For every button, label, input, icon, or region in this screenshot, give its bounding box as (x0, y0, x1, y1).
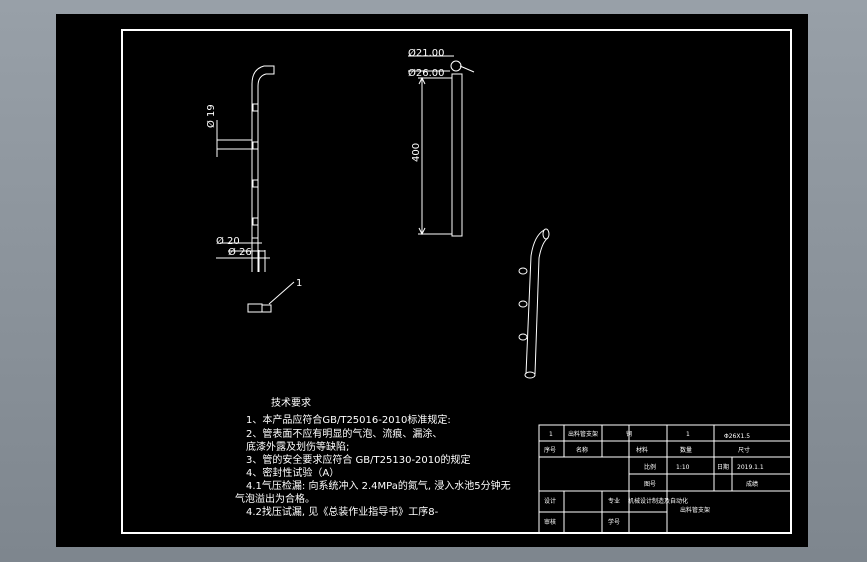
dim-dia20: Ø 20 (216, 235, 240, 247)
tb-material: 钢 (626, 430, 632, 438)
tb-hdr-material: 材料 (636, 446, 648, 454)
tb-hdr-size: 尺寸 (738, 446, 750, 454)
dim-dia19: Ø 19 (205, 104, 217, 128)
title-block (538, 424, 792, 534)
tb-drawno-label: 图号 (644, 481, 656, 488)
tb-student: 学号 (608, 518, 620, 526)
tb-scale-label: 比例 (644, 463, 656, 471)
pipe-isometric-view (518, 228, 550, 379)
tb-design: 设计 (544, 497, 556, 505)
dim-dia26b: Ø 26 (228, 246, 252, 258)
tb-spec: Φ26X1.5 (724, 433, 750, 440)
dim-length-400: 400 (411, 143, 422, 162)
tech-notes: 技术要求 1、本产品应符合GB/T25016-2010标准规定: 2、管表面不应… (235, 396, 511, 518)
tb-scale: 1:10 (676, 464, 690, 471)
tb-name: 出料管支架 (568, 430, 598, 438)
tech-note-line: 2、管表面不应有明显的气泡、流痕、漏涂、 (246, 427, 442, 440)
tb-hdr-no: 序号 (544, 446, 556, 454)
drawing-canvas[interactable]: Ø 19 Ø 20 Ø 26 1 (56, 14, 808, 547)
tb-date: 2019.1.1 (737, 464, 764, 471)
tech-note-line: 1、本产品应符合GB/T25016-2010标准规定: (246, 413, 451, 426)
tb-hdr-qty: 数量 (680, 446, 692, 454)
tb-school-name: 机械设计制造及自动化 (628, 497, 688, 505)
balloon-label: 1 (296, 278, 302, 289)
tech-note-line: 4.2找压试漏, 见《总装作业指导书》工序8- (246, 505, 439, 518)
tech-note-line: 4.1气压检漏: 向系统冲入 2.4MPa的氮气, 浸入水池5分钟无 (246, 479, 511, 492)
tb-hdr-name: 名称 (576, 446, 588, 454)
pipe-front-view (216, 65, 275, 272)
drawing-svg: Ø 19 Ø 20 Ø 26 1 (121, 29, 792, 534)
tech-notes-title: 技术要求 (271, 396, 311, 409)
title-block-text: 1 出料管支架 钢 1 Φ26X1.5 序号 名称 材料 数量 尺寸 比例 1:… (544, 430, 764, 526)
tb-date-label: 日期 (717, 463, 729, 471)
fitting-part (247, 281, 295, 313)
tech-note-line: 4、密封性试验（A） (246, 466, 339, 479)
tb-no: 1 (549, 431, 553, 438)
tb-part-name: 出料管支架 (680, 506, 710, 514)
tb-school: 专业 (608, 497, 620, 505)
pipe-side-view (408, 55, 475, 237)
tech-note-line: 气泡溢出为合格。 (235, 492, 315, 505)
tb-drawer: 成绩 (746, 480, 758, 488)
tech-note-line: 3、管的安全要求应符合 GB/T25130-2010的规定 (246, 453, 471, 466)
tb-review: 审核 (544, 518, 556, 526)
tech-note-line: 底漆外露及划伤等缺陷; (246, 440, 349, 453)
dim-dia26: Ø26.00 (408, 67, 445, 79)
drawing-border (121, 29, 792, 534)
dim-dia21: Ø21.00 (408, 47, 445, 59)
tb-qty: 1 (686, 431, 690, 438)
